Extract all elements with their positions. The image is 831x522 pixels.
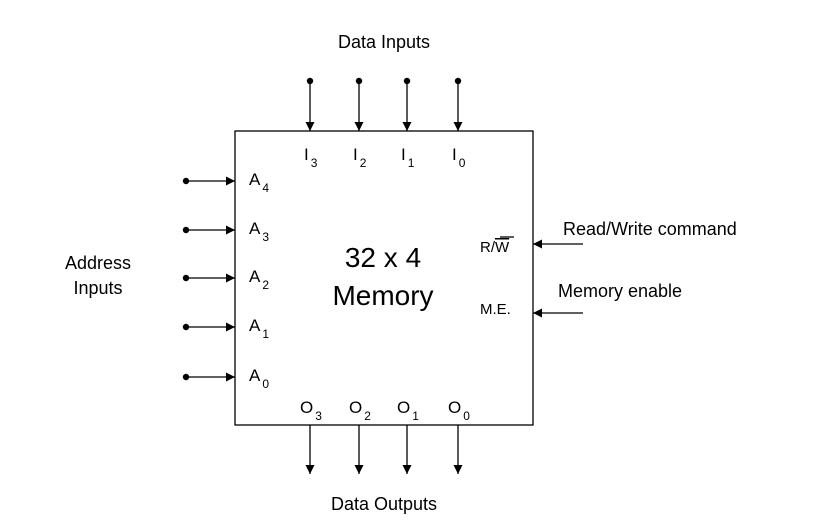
address-inputs-label-line2: Inputs: [73, 278, 122, 298]
me-pin-label: M.E.: [480, 301, 511, 318]
rw-pin-w-bar: W: [495, 239, 510, 256]
memory-enable-label: Memory enable: [558, 281, 682, 301]
rw-pin-label: R/W: [480, 239, 510, 256]
data-inputs-label: Data Inputs: [338, 32, 430, 52]
memory-title-line2: Memory: [332, 280, 433, 311]
memory-title: 32 x 4: [345, 242, 421, 273]
read-write-command-label: Read/Write command: [563, 219, 737, 239]
address-inputs-label: Address: [65, 253, 131, 273]
data-outputs-label: Data Outputs: [331, 494, 437, 514]
memory-chip-box: [234, 130, 534, 426]
